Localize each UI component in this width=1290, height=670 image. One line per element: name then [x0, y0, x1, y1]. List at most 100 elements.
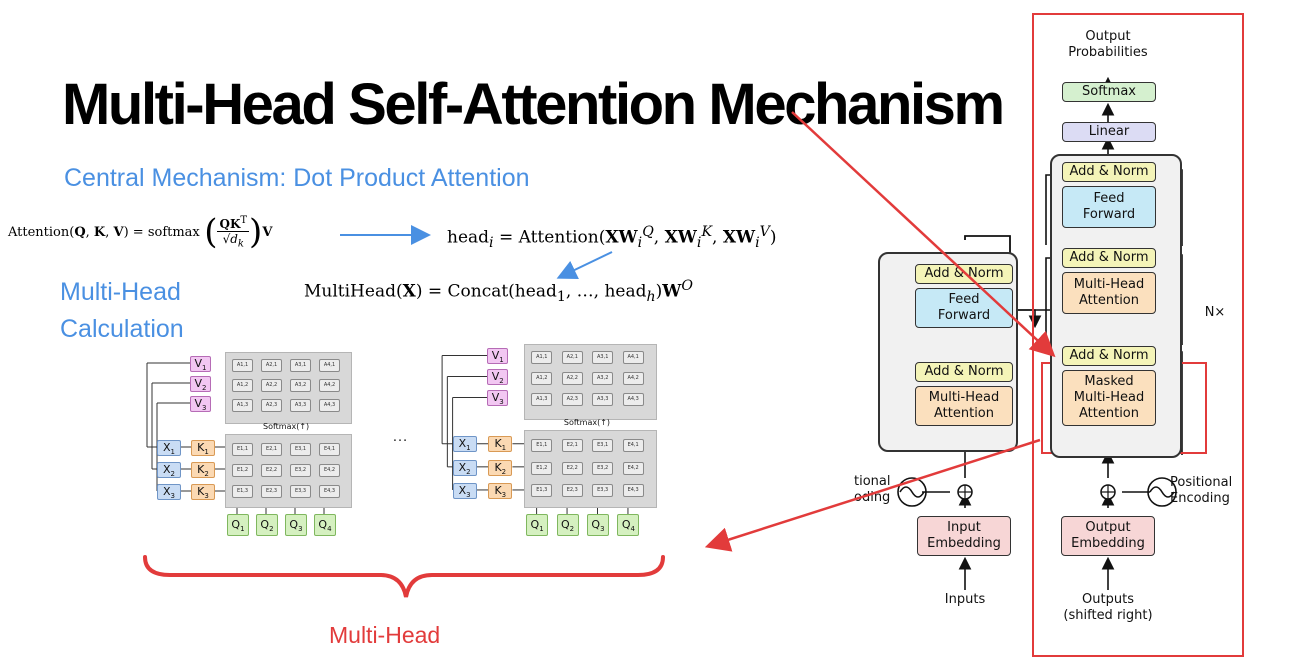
k-box: K3 [191, 484, 215, 500]
softmax-label: Softmax(↑) [263, 422, 310, 431]
multihead-calculation-label: Multi-Head Calculation [60, 278, 184, 343]
e-cell: E3,1 [290, 443, 311, 456]
x-box: X1 [452, 436, 477, 453]
positional-encoding-left-label: tional oding [854, 474, 891, 505]
q-box: Q1 [526, 514, 549, 537]
a-cell: A1,3 [531, 393, 553, 407]
a-cell: A2,3 [261, 399, 282, 412]
e-cell: E1,2 [232, 464, 253, 477]
x-box: X3 [452, 482, 477, 499]
decoder-add-norm-3: Add & Norm [1062, 162, 1156, 182]
a-cell: A1,1 [531, 351, 553, 365]
encoder-feed-forward: Feed Forward [915, 288, 1013, 328]
softmax-label: Softmax(↑) [563, 417, 611, 427]
e-cell: E4,2 [319, 464, 340, 477]
e-cell: E2,2 [561, 461, 583, 475]
arrow-masked-to-heads [704, 438, 1041, 552]
e-cell: E4,1 [622, 439, 644, 453]
decoder-feed-forward: Feed Forward [1062, 186, 1156, 228]
e-cell: E3,1 [592, 439, 614, 453]
v-box: V2 [487, 369, 509, 385]
v-box: V2 [190, 376, 211, 392]
a-cell: A4,2 [319, 379, 340, 392]
transformer-diagram: Output Probabilities Softmax Linear Add … [850, 0, 1290, 670]
a-cell: A2,2 [261, 379, 282, 392]
k-box: K2 [488, 459, 513, 476]
a-cell: A3,1 [290, 359, 311, 372]
q-box: Q2 [556, 514, 579, 537]
a-cell: A1,2 [232, 379, 253, 392]
e-cell: E1,2 [531, 461, 553, 475]
x-box: X2 [452, 459, 477, 476]
decoder-add-norm-1: Add & Norm [1062, 346, 1156, 366]
slide-title: Multi-Head Self-Attention Mechanism [62, 72, 1005, 137]
v-box: V1 [487, 348, 509, 364]
multi-head-label: Multi-Head [329, 622, 441, 648]
a-cell: A4,1 [622, 351, 644, 365]
ellipsis: … [392, 428, 408, 445]
q-box: Q2 [256, 514, 278, 536]
output-embedding-block: Output Embedding [1061, 516, 1155, 556]
q-box: Q4 [617, 514, 640, 537]
e-cell: E2,1 [261, 443, 282, 456]
k-box: K1 [191, 440, 215, 456]
e-cell: E1,3 [531, 483, 553, 497]
e-cell: E1,3 [232, 485, 253, 498]
e-cell: E4,1 [319, 443, 340, 456]
e-cell: E3,3 [290, 485, 311, 498]
q-box: Q3 [285, 514, 307, 536]
a-cell: A2,2 [561, 372, 583, 386]
a-cell: A2,3 [561, 393, 583, 407]
positional-encoding-right-label: Positional Encoding [1170, 475, 1233, 506]
a-cell: A4,1 [319, 359, 340, 372]
v-box: V3 [190, 396, 211, 412]
e-cell: E4,3 [319, 485, 340, 498]
k-box: K2 [191, 462, 215, 478]
masked-multi-head-attention: Masked Multi-Head Attention [1062, 370, 1156, 426]
v-box: V3 [487, 390, 509, 406]
linear-block: Linear [1062, 122, 1156, 142]
outputs-label: Outputs (shifted right) [1063, 592, 1153, 623]
attention-formula: Attention(Q, K, V) = softmax (QKT√dk)V [8, 212, 273, 252]
e-cell: E3,3 [592, 483, 614, 497]
k-box: K3 [488, 482, 513, 499]
a-cell: A3,3 [592, 393, 614, 407]
a-cell: A4,3 [622, 393, 644, 407]
a-cell: A1,2 [531, 372, 553, 386]
decoder-multi-head-attention: Multi-Head Attention [1062, 272, 1156, 314]
q-box: Q3 [587, 514, 609, 537]
e-cell: E3,2 [290, 464, 311, 477]
subtitle: Central Mechanism: Dot Product Attention [64, 164, 530, 192]
a-cell: A4,2 [622, 372, 644, 386]
x-box: X3 [157, 484, 181, 500]
arrow-title-to-masked-block [791, 111, 1056, 358]
a-cell: A1,1 [232, 359, 253, 372]
input-embedding-block: Input Embedding [917, 516, 1011, 556]
e-cell: E3,2 [592, 461, 614, 475]
e-cell: E2,3 [561, 483, 583, 497]
encoder-add-norm-1: Add & Norm [915, 362, 1013, 382]
e-cell: E2,3 [261, 485, 282, 498]
e-cell: E1,1 [232, 443, 253, 456]
a-cell: A3,2 [290, 379, 311, 392]
softmax-block: Softmax [1062, 82, 1156, 102]
nx-label: N× [1204, 305, 1226, 320]
encoder-multi-head-attention: Multi-Head Attention [915, 386, 1013, 426]
x-box: X2 [157, 462, 181, 478]
a-cell: A3,1 [592, 351, 614, 365]
x-box: X1 [157, 440, 181, 456]
e-cell: E2,1 [561, 439, 583, 453]
a-cell: A2,1 [261, 359, 282, 372]
e-cell: E4,2 [622, 461, 644, 475]
inputs-label: Inputs [944, 592, 986, 607]
v-box: V1 [190, 356, 211, 372]
e-cell: E1,1 [531, 439, 553, 453]
q-box: Q1 [227, 514, 249, 536]
e-cell: E4,3 [622, 483, 644, 497]
a-cell: A1,3 [232, 399, 253, 412]
a-cell: A3,3 [290, 399, 311, 412]
